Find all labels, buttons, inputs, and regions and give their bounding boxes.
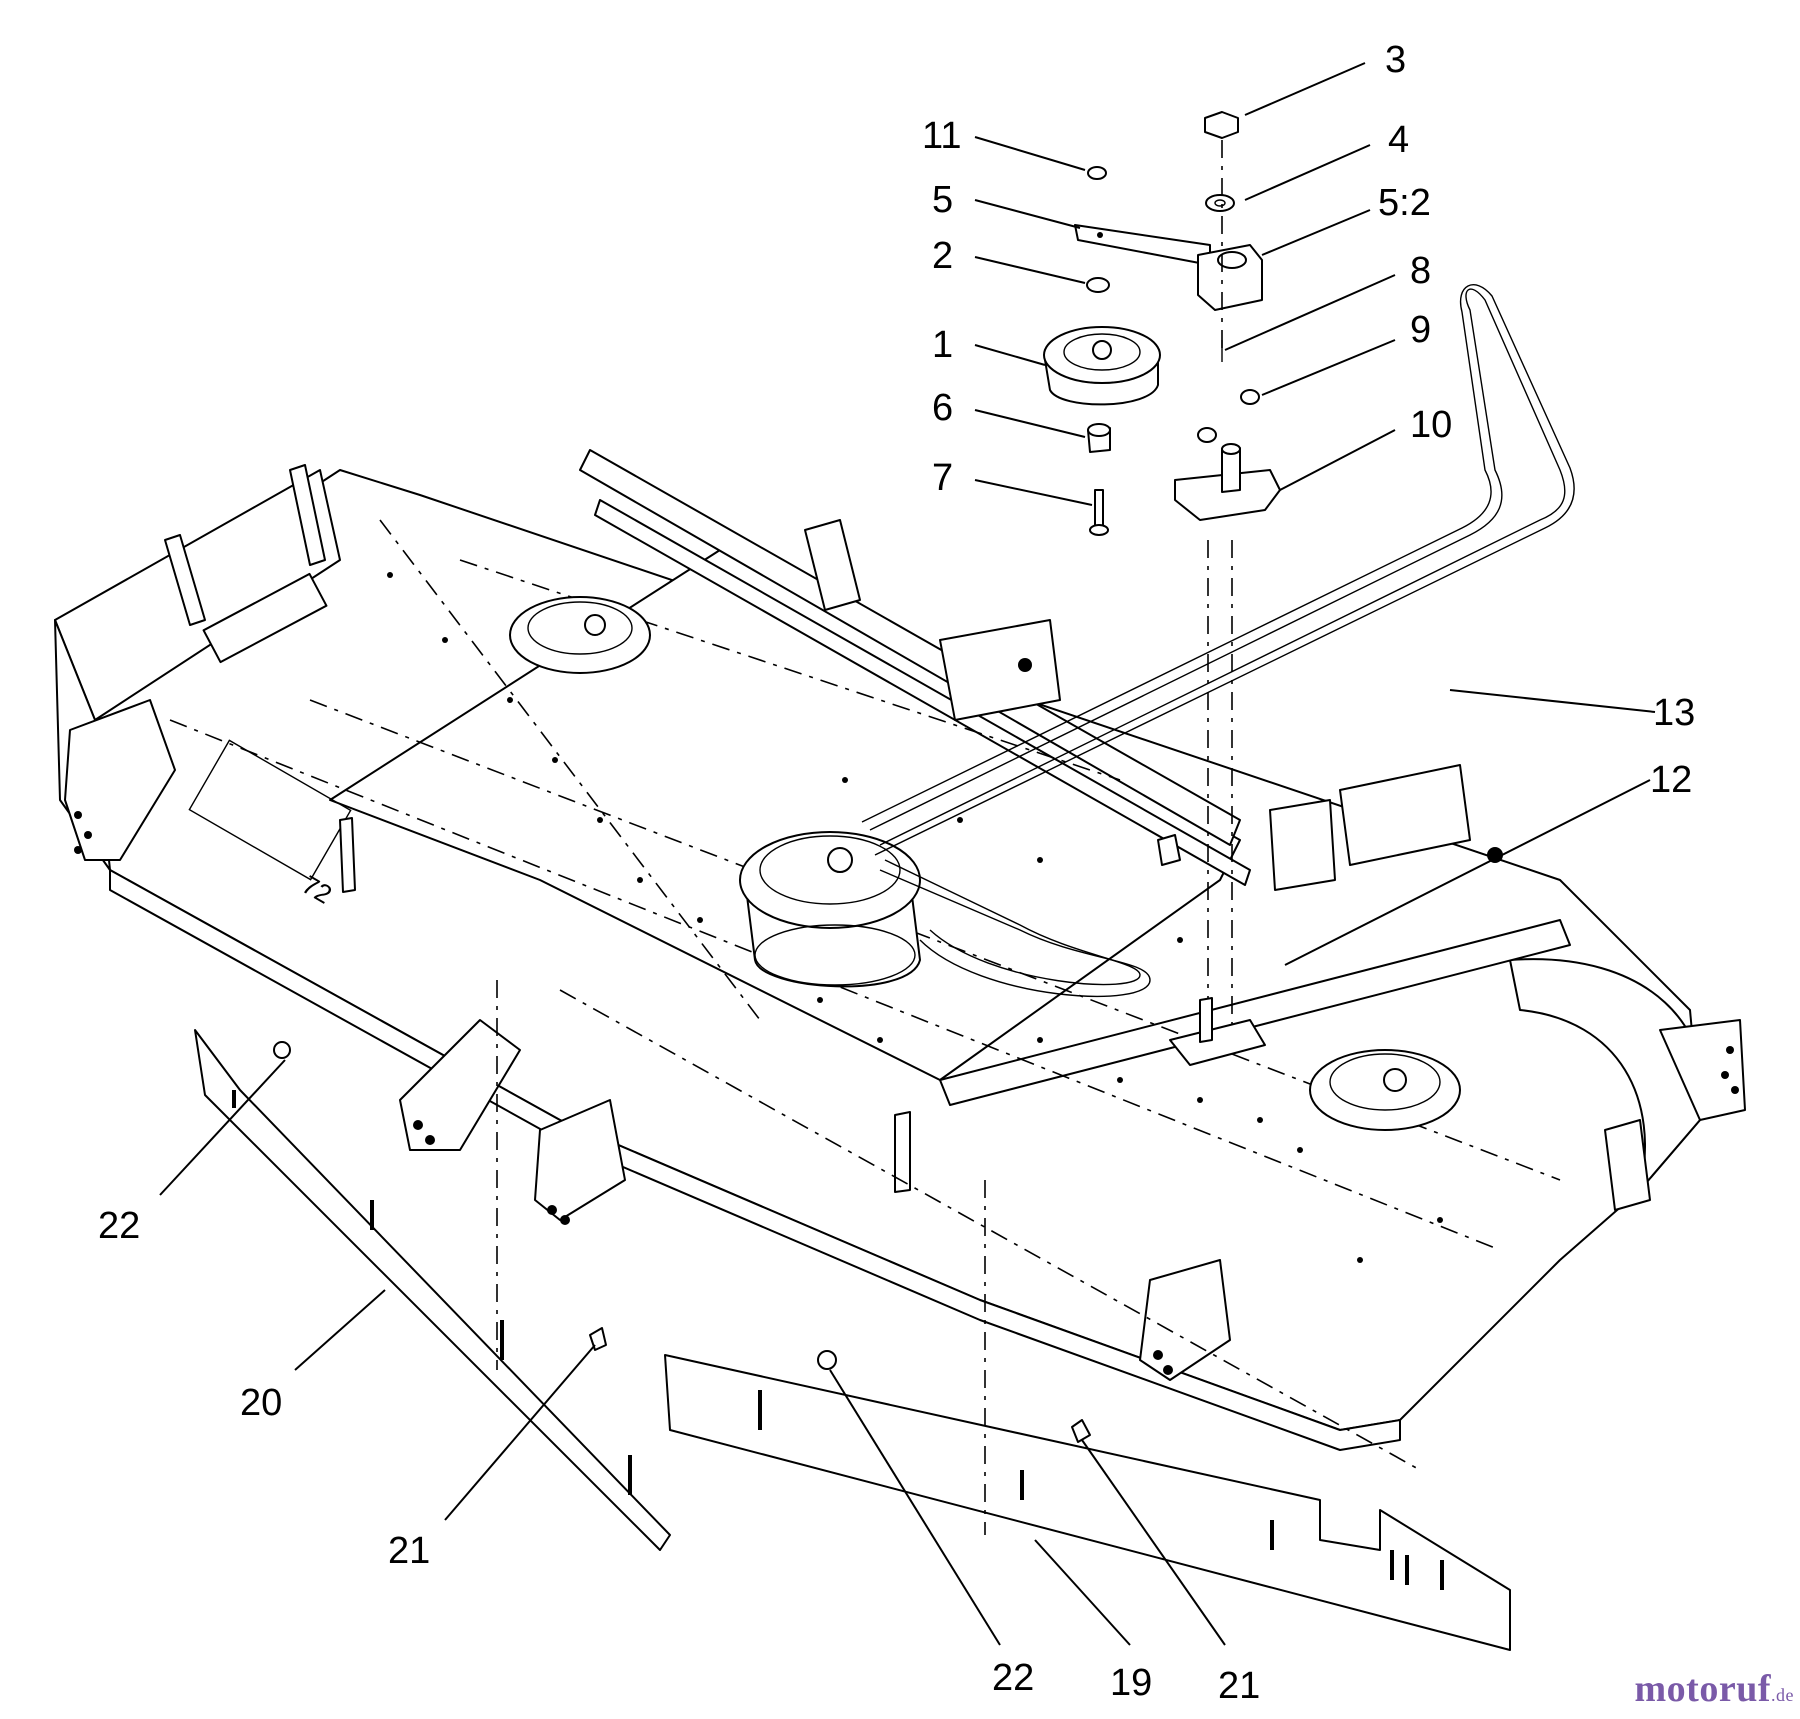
leader-lines [159, 62, 1656, 1646]
callout-7: 7 [932, 457, 953, 499]
nut-11 [1087, 166, 1107, 180]
washer-2 [1086, 277, 1110, 293]
watermark-text: motoruf [1634, 1668, 1771, 1710]
callout-5: 5 [932, 179, 953, 221]
callout-21-left: 21 [388, 1530, 430, 1572]
nut-9 [1240, 389, 1260, 405]
washer-4 [1205, 194, 1235, 212]
watermark-logo: motoruf.de [1635, 1667, 1794, 1711]
callout-1: 1 [932, 324, 953, 366]
callout-20: 20 [240, 1382, 282, 1424]
pivot-bracket-10 [1174, 427, 1281, 521]
callout-2: 2 [932, 235, 953, 277]
baffle-20 [194, 1029, 671, 1551]
idler-arm-5 [1074, 224, 1211, 266]
right-spindle-pulley [1309, 1049, 1461, 1131]
callout-11: 11 [922, 115, 961, 157]
baffles [194, 980, 1511, 1651]
callouts: 3 11 4 5 5:2 2 8 1 9 6 10 7 13 12 22 20 … [98, 39, 1695, 1707]
callout-22-bottom: 22 [992, 1657, 1034, 1699]
callout-6: 6 [932, 387, 953, 429]
bolt-7 [1094, 489, 1104, 529]
callout-5-2: 5:2 [1378, 182, 1431, 224]
callout-13: 13 [1653, 692, 1695, 734]
drive-belt [861, 284, 1575, 856]
idler-pulley-1 [1043, 326, 1161, 406]
deck-pulleys [509, 596, 1461, 1131]
callout-9: 9 [1410, 309, 1431, 351]
callout-19: 19 [1110, 1662, 1152, 1704]
callout-4: 4 [1388, 119, 1409, 161]
callout-10: 10 [1410, 404, 1452, 446]
left-spindle-pulley [509, 596, 651, 674]
callout-22-left: 22 [98, 1205, 140, 1247]
center-spindle-pulley [739, 831, 921, 988]
idler-assembly [1043, 111, 1281, 1066]
watermark-suffix: .de [1771, 1685, 1794, 1705]
callout-12: 12 [1650, 759, 1692, 801]
callout-21-bottom: 21 [1218, 1665, 1260, 1707]
callout-3: 3 [1385, 39, 1406, 81]
callout-8: 8 [1410, 250, 1431, 292]
baffle-19 [664, 1354, 1511, 1651]
nut-3 [1204, 111, 1239, 139]
